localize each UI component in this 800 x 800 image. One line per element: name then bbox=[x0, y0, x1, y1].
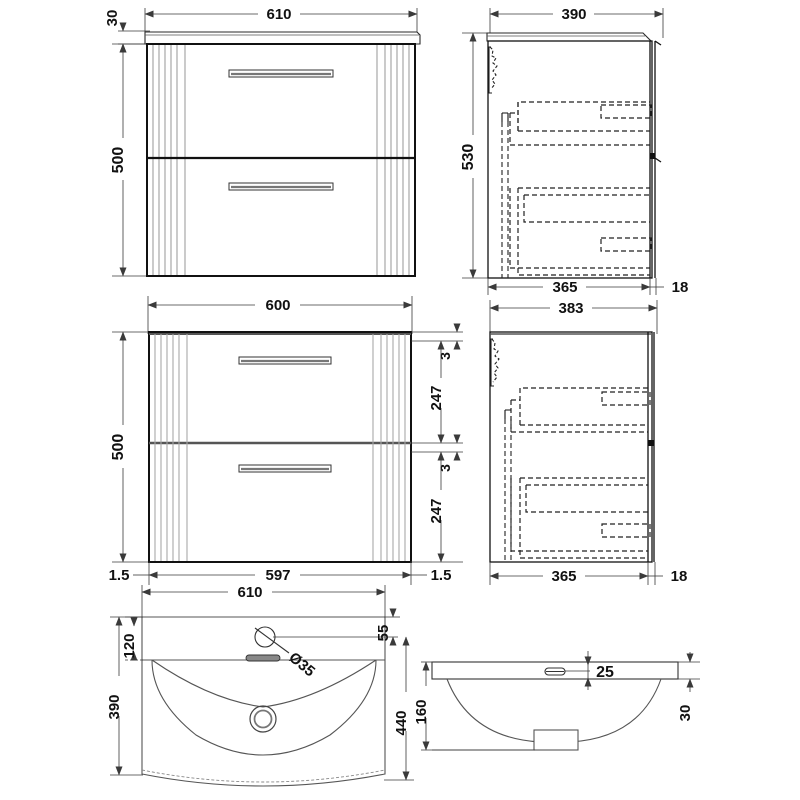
dim-610-top: 610 bbox=[144, 6, 418, 42]
basin-front-edge-hidden bbox=[141, 769, 386, 783]
drawer-handle-upper bbox=[228, 69, 334, 78]
dim-label-3-lower: 3 bbox=[437, 464, 453, 472]
dim-label-1-5-right: 1.5 bbox=[431, 567, 452, 584]
dim-500-mid: 500 bbox=[110, 331, 150, 563]
dim-label-247-upper: 247 bbox=[428, 385, 445, 410]
dim-label-55: 55 bbox=[375, 625, 392, 642]
carcass-outline-side-top bbox=[487, 40, 653, 279]
cabinet-body-carcass bbox=[148, 331, 412, 563]
dim-597-row: 597 1.5 1.5 bbox=[109, 562, 452, 585]
fluted-panel-left bbox=[152, 45, 186, 275]
dim-365-18-top: 365 18 bbox=[487, 278, 689, 296]
dim-30-worktop: 30 bbox=[104, 10, 150, 53]
dim-160: 160 bbox=[413, 661, 535, 751]
overflow-marker-section bbox=[544, 667, 566, 676]
dim-383: 383 bbox=[489, 300, 658, 334]
dim-label-390-basin: 390 bbox=[106, 694, 123, 719]
dim-label-383: 383 bbox=[558, 300, 583, 317]
runner-rail-top bbox=[501, 122, 509, 278]
dim-390-basin: 390 bbox=[106, 616, 143, 776]
dim-label-440: 440 bbox=[393, 710, 410, 735]
dim-stack-right-mid: 3 247 3 247 bbox=[411, 323, 463, 563]
dim-label-160: 160 bbox=[413, 699, 430, 724]
view-top-left-front-elevation: 610 30 500 bbox=[104, 6, 421, 277]
view-mid-left-carcass-front: 600 500 bbox=[109, 296, 463, 585]
drawer-handle-lower bbox=[228, 182, 334, 191]
dim-500-top: 500 bbox=[110, 43, 150, 277]
carcass-outline-side-mid bbox=[489, 331, 653, 563]
dim-label-365-top: 365 bbox=[552, 279, 577, 296]
dim-label-365-mid: 365 bbox=[551, 568, 576, 585]
front-panel-side-mid bbox=[647, 332, 655, 562]
basin-bowl-inner-ridge bbox=[151, 659, 377, 708]
wall-bracket-detail-top bbox=[488, 46, 498, 94]
drawer-handle-lower-mid bbox=[238, 464, 332, 473]
lower-drawer-hidden-mid bbox=[510, 477, 651, 559]
dim-label-500-mid: 500 bbox=[110, 434, 127, 461]
lower-drawer-hidden-top bbox=[509, 187, 652, 276]
upper-drawer-hidden-top bbox=[509, 101, 652, 146]
cabinet-body-front bbox=[146, 43, 416, 277]
basin-bowl-plan bbox=[151, 659, 377, 756]
dim-390-depth: 390 bbox=[489, 6, 664, 38]
dim-label-30: 30 bbox=[104, 10, 121, 27]
dim-label-120: 120 bbox=[121, 633, 138, 658]
dim-label-597: 597 bbox=[265, 567, 290, 584]
dim-label-530: 530 bbox=[460, 144, 477, 171]
dim-label-3-upper: 3 bbox=[437, 352, 453, 360]
view-top-right-side-elevation: 390 530 bbox=[460, 6, 688, 296]
overflow-slot-icon bbox=[245, 654, 281, 662]
dim-label-18-mid: 18 bbox=[671, 568, 688, 585]
drawer-handle-upper-mid bbox=[238, 356, 332, 365]
dim-label-1-5-left: 1.5 bbox=[109, 567, 130, 584]
dim-label-18-top: 18 bbox=[672, 279, 689, 296]
worktop-profile-side bbox=[486, 32, 653, 42]
dim-25: 25 bbox=[565, 651, 614, 690]
basin-rim-section bbox=[431, 661, 679, 680]
dim-label-390: 390 bbox=[561, 6, 586, 23]
runner-tab-mid bbox=[504, 409, 511, 419]
dim-600: 600 bbox=[147, 296, 413, 334]
view-bottom-left-basin-plan: 610 Ø35 120 bbox=[106, 584, 414, 787]
view-bottom-right-basin-section: 25 160 30 bbox=[413, 651, 700, 751]
wall-bracket-detail-mid bbox=[490, 338, 500, 387]
dim-440: 440 bbox=[384, 636, 414, 781]
dim-label-25: 25 bbox=[596, 664, 614, 681]
dim-label-500-top: 500 bbox=[110, 147, 127, 174]
dim-365-18-mid: 365 18 bbox=[489, 562, 688, 585]
dim-30-basin: 30 bbox=[677, 652, 700, 721]
dim-label-610-top: 610 bbox=[266, 6, 291, 23]
dim-label-247-lower: 247 bbox=[428, 498, 445, 523]
fluted-panel-right bbox=[376, 45, 410, 275]
dim-label-600: 600 bbox=[265, 297, 290, 314]
view-mid-right-carcass-side: 383 bbox=[489, 300, 688, 585]
runner-tab-upper2-top bbox=[501, 112, 508, 122]
fluted-panel-right-mid bbox=[372, 334, 406, 561]
dim-label-610-basin: 610 bbox=[237, 584, 262, 601]
dim-120: 120 bbox=[121, 616, 143, 661]
waste-outlet-icon bbox=[249, 705, 277, 733]
dim-label-30-basin: 30 bbox=[677, 705, 694, 722]
waste-boss-section bbox=[533, 729, 579, 751]
dim-55: 55 bbox=[273, 608, 400, 646]
dim-610-basin: 610 bbox=[141, 584, 386, 618]
worktop-slab bbox=[144, 31, 421, 45]
fluted-panel-left-mid bbox=[154, 334, 188, 561]
dim-530-height: 530 bbox=[460, 32, 495, 279]
